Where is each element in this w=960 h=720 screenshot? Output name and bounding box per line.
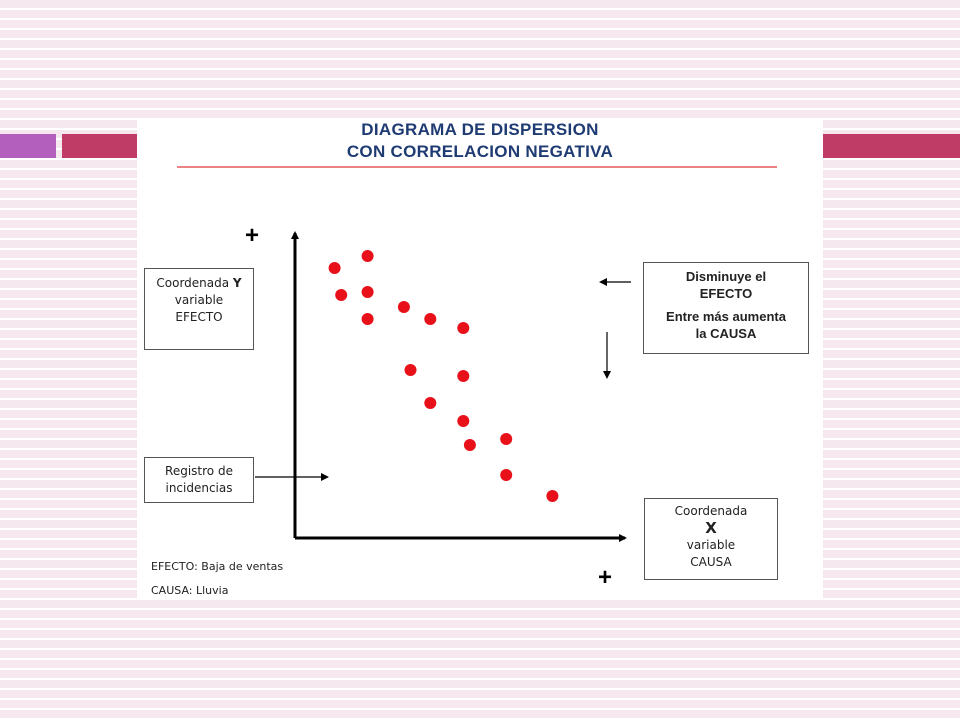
scatter-plot	[177, 166, 777, 542]
data-point-7	[457, 322, 470, 334]
decorative-bar-purple	[0, 134, 56, 158]
y-plus-sign: +	[245, 222, 260, 249]
y-box-line3: EFECTO	[175, 310, 223, 324]
note-causa: CAUSA: Lluvia	[151, 584, 229, 597]
data-point-4	[361, 286, 374, 298]
x-box-line1: Coordenada	[674, 504, 748, 518]
slide-image: DIAGRAMA DE DISPERSION CON CORRELACION N…	[137, 120, 823, 600]
registro-line2: incidencias	[165, 481, 233, 495]
effect-line3: Entre más aumenta	[666, 309, 786, 324]
data-point-13	[463, 439, 476, 451]
registro-box: Registro de incidencias	[144, 457, 254, 503]
y-box-line1: Coordenada	[156, 276, 230, 290]
effect-line1: Disminuye el	[685, 269, 767, 284]
data-point-11	[424, 397, 437, 409]
y-box-letter: Y	[232, 276, 242, 290]
y-coordinate-box: Coordenada Y variable EFECTO	[144, 268, 254, 350]
data-point-6	[424, 313, 437, 325]
x-box-line4: CAUSA	[690, 555, 732, 569]
data-point-9	[404, 364, 417, 376]
chart-title-line2: CON CORRELACION NEGATIVA	[346, 142, 614, 161]
data-points	[328, 250, 559, 502]
effect-line2: EFECTO	[699, 286, 753, 301]
registro-line1: Registro de	[165, 464, 233, 478]
data-point-15	[500, 469, 513, 481]
chart-title-line1: DIAGRAMA DE DISPERSION	[361, 120, 599, 139]
y-box-line2: variable	[174, 293, 224, 307]
data-point-10	[457, 370, 470, 382]
data-point-2	[361, 250, 374, 262]
data-point-8	[361, 313, 374, 325]
data-point-14	[500, 433, 513, 445]
x-plus-sign: +	[598, 564, 613, 591]
x-box-letter: X	[705, 519, 717, 537]
x-coordinate-box: Coordenada X variable CAUSA	[644, 498, 778, 580]
data-point-1	[328, 262, 341, 274]
note-efecto: EFECTO: Baja de ventas	[151, 560, 284, 573]
effect-line4: la CAUSA	[695, 326, 757, 341]
data-point-16	[546, 490, 559, 502]
data-point-3	[335, 289, 348, 301]
effect-description-box: Disminuye el EFECTO Entre más aumenta la…	[643, 262, 809, 354]
data-point-12	[457, 415, 470, 427]
data-point-5	[397, 301, 410, 313]
x-box-line3: variable	[686, 538, 736, 552]
